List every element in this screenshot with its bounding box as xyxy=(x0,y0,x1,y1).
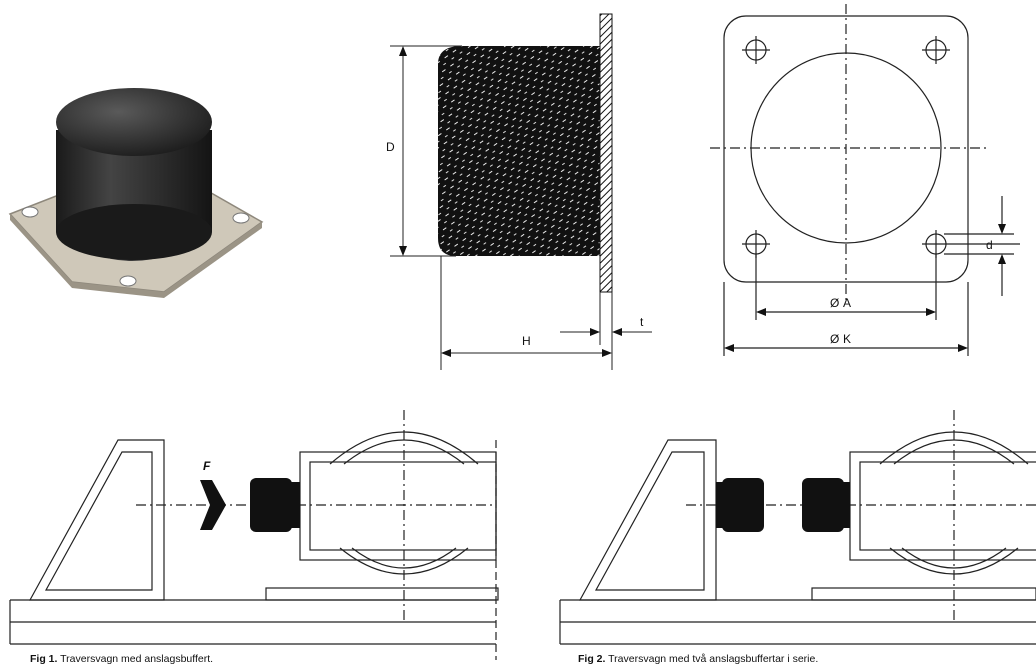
dimension-H-label: H xyxy=(522,334,531,348)
fig1-force-label: F xyxy=(203,459,211,473)
front-view-arrowheads xyxy=(724,224,1006,352)
figure-1-drawing xyxy=(9,410,499,660)
figure-1-caption-text: Traversvagn med anslagsbuffert. xyxy=(60,653,214,665)
dimension-K-label: K xyxy=(843,332,851,346)
side-section-view xyxy=(390,13,652,370)
dimension-t-label: t xyxy=(640,315,644,329)
dimension-A-label: A xyxy=(843,296,851,310)
figure-1-caption: Fig 1. Traversvagn med anslagsbuffert. xyxy=(30,653,213,665)
front-view xyxy=(710,4,1020,356)
figure-2-caption: Fig 2. Traversvagn med två anslagsbuffer… xyxy=(578,653,818,665)
dimension-K-symbol: Ø xyxy=(830,332,839,346)
figure-2-drawing xyxy=(559,410,1036,645)
figure-2-caption-text: Traversvagn med två anslagsbuffertar i s… xyxy=(608,653,819,665)
figure-2-number: Fig 2. xyxy=(578,653,606,665)
dimension-D-label: D xyxy=(386,140,395,154)
dimension-d-label: d xyxy=(986,238,993,252)
buffer-photo xyxy=(8,88,264,298)
dimension-A-symbol: Ø xyxy=(830,296,839,310)
figure-1-number: Fig 1. xyxy=(30,653,58,665)
